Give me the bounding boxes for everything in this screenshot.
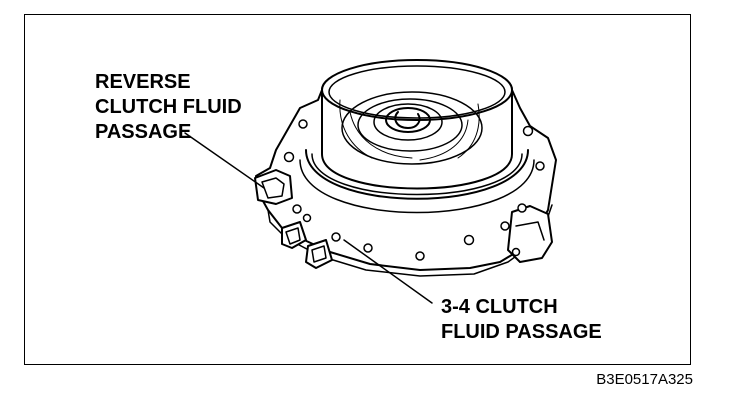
callout-line: FLUID PASSAGE (441, 321, 602, 343)
bolt-holes (283, 119, 545, 261)
inner-ring-2 (357, 98, 463, 152)
bolt-hole (511, 247, 521, 257)
reverse-passage-leader (184, 132, 265, 189)
drum-base-ring-2 (311, 153, 523, 196)
callout-line: 3-4 CLUTCH (441, 296, 558, 318)
bolt-hole (517, 203, 527, 213)
inner-shade-3 (339, 99, 373, 159)
front-block-right (305, 239, 333, 269)
reverse-passage-port (261, 177, 285, 199)
right-bracket-lip (515, 221, 545, 241)
bolt-hole (463, 234, 475, 246)
inner-ring-1 (341, 91, 483, 165)
inner-shade-4 (457, 103, 480, 159)
inner-shade-2 (419, 119, 469, 161)
bolt-hole (292, 204, 302, 214)
bolt-hole (331, 232, 341, 242)
front-block-left-face (285, 227, 301, 245)
callout-line: PASSAGE (95, 121, 192, 143)
right-bracket (507, 205, 553, 263)
reverse-passage-boss (254, 169, 293, 205)
bolt-hole (283, 151, 295, 163)
inner-ring-3 (373, 103, 443, 141)
bolt-hole (500, 221, 510, 231)
bolt-hole (415, 251, 425, 261)
drum-rim-inner (328, 65, 506, 119)
bolt-hole (302, 213, 312, 223)
bolt-hole (363, 243, 373, 253)
drum-base-ring-1 (305, 149, 529, 200)
drum-base-ring-3 (299, 159, 535, 214)
bolt-hole (522, 125, 534, 137)
clutch-34-fluid-passage-label: 3-4 CLUTCH FLUID PASSAGE (441, 295, 602, 345)
front-block-right-face (311, 245, 327, 263)
hub-inner (394, 111, 421, 129)
bolt-hole (298, 119, 308, 129)
callout-line: CLUTCH FLUID (95, 96, 242, 118)
front-block-left (281, 221, 307, 249)
hub-outer (385, 107, 431, 133)
callout-line: REVERSE (95, 71, 191, 93)
reverse-clutch-fluid-passage-label: REVERSE CLUTCH FLUID PASSAGE (95, 70, 242, 145)
diagram-frame (24, 14, 691, 365)
clutch-34-passage-leader (343, 239, 433, 304)
figure-id: B3E0517A325 (596, 371, 693, 388)
bolt-hole (535, 161, 545, 171)
inner-shade-1 (349, 111, 413, 159)
